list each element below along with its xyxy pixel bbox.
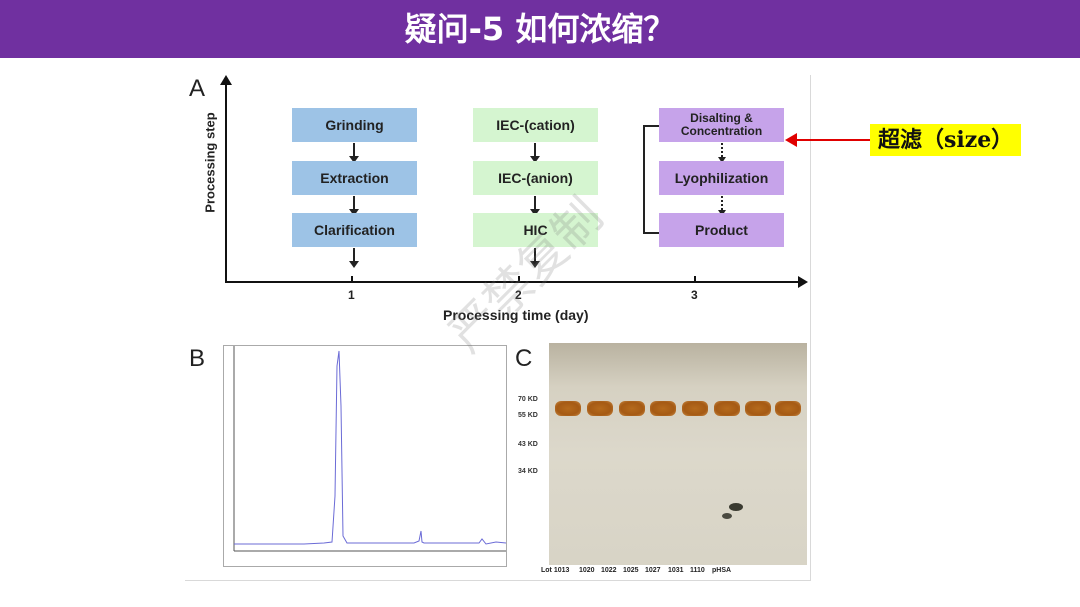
tick-2 [518, 276, 520, 282]
lane-label: Lot 1013 [541, 567, 570, 574]
chromatogram [223, 345, 507, 567]
arrow-down [530, 196, 540, 216]
marker-70kd: 70 KD [518, 396, 538, 403]
step-product: Product [659, 213, 784, 247]
step-hic: HIC [473, 213, 598, 247]
x-axis-label: Processing time (day) [443, 307, 589, 323]
gel-band [714, 401, 740, 416]
tick-1 [351, 276, 353, 282]
lane-label: 1027 [645, 567, 661, 574]
arrow-down [530, 248, 540, 268]
dotted-arrow [718, 143, 726, 163]
marker-34kd: 34 KD [518, 468, 538, 475]
y-axis [220, 75, 232, 283]
arrow-down [530, 143, 540, 163]
arrow-down [349, 248, 359, 268]
step-clarification: Clarification [292, 213, 417, 247]
arrow-down [349, 196, 359, 216]
figure-panel: A Processing step Processing time (day) … [185, 75, 811, 581]
title-bar [0, 0, 1080, 58]
gel-band [682, 401, 708, 416]
lane-label: 1031 [668, 567, 684, 574]
gel-band [650, 401, 676, 416]
annotation-arrow-line [795, 139, 873, 141]
tick-label-2: 2 [515, 288, 522, 302]
arrow-down [349, 143, 359, 163]
panel-a-letter: A [189, 75, 206, 102]
step-iec-anion: IEC-(anion) [473, 161, 598, 195]
tick-label-1: 1 [348, 288, 355, 302]
gel-band [619, 401, 645, 416]
gel-spot [729, 503, 743, 511]
dotted-arrow [718, 196, 726, 216]
lane-label: 1022 [601, 567, 617, 574]
lane-label: 1025 [623, 567, 639, 574]
step-extraction: Extraction [292, 161, 417, 195]
annotation-arrow-head [785, 133, 797, 147]
flow-bracket [643, 125, 659, 234]
y-axis-label: Processing step [202, 112, 218, 213]
panel-c-letter: C [515, 345, 533, 372]
step-disalting-concentration: Disalting & Concentration [659, 108, 784, 142]
step-lyophilization: Lyophilization [659, 161, 784, 195]
gel-band [587, 401, 613, 416]
slide-title: 疑问-5 如何浓缩？ [404, 10, 676, 48]
gel-band [775, 401, 801, 416]
chromatogram-trace [233, 346, 507, 552]
gel-image [549, 343, 807, 565]
marker-55kd: 55 KD [518, 412, 538, 419]
x-axis [225, 276, 808, 288]
gel-band [555, 401, 581, 416]
lane-label: pHSA [712, 567, 732, 574]
lane-label: 1110 [690, 567, 705, 574]
panel-b-letter: B [189, 345, 206, 372]
step-iec-cation: IEC-(cation) [473, 108, 598, 142]
step-grinding: Grinding [292, 108, 417, 142]
lane-label: 1020 [579, 567, 595, 574]
tick-3 [694, 276, 696, 282]
gel-spot [722, 513, 732, 519]
marker-43kd: 43 KD [518, 441, 538, 448]
tick-label-3: 3 [691, 288, 698, 302]
gel-band [745, 401, 771, 416]
annotation-label: 超滤（size） [870, 124, 1022, 156]
